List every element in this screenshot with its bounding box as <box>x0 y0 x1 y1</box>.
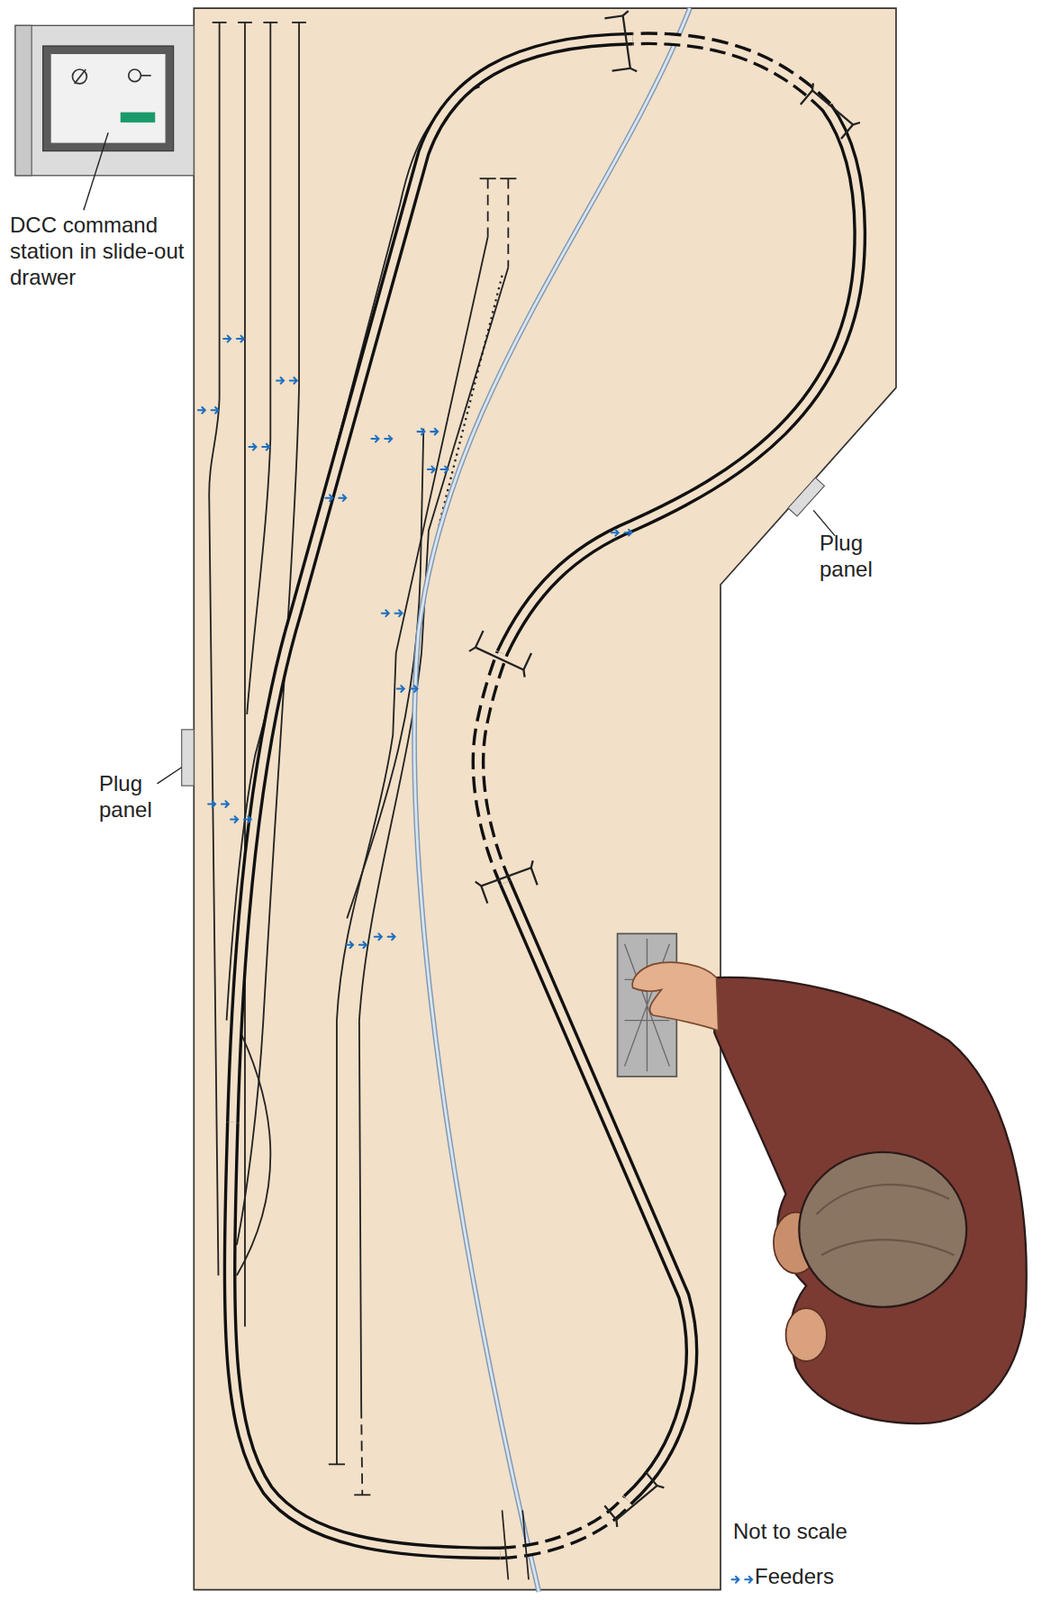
annotation-label: Plug panel <box>819 530 873 583</box>
annotation-label: DCC command station in slide-out drawer <box>9 212 191 290</box>
annotation-label: Plug panel <box>99 770 153 824</box>
legend-label: Feeders <box>754 1563 834 1590</box>
annotation-label: Not to scale <box>733 1518 848 1545</box>
